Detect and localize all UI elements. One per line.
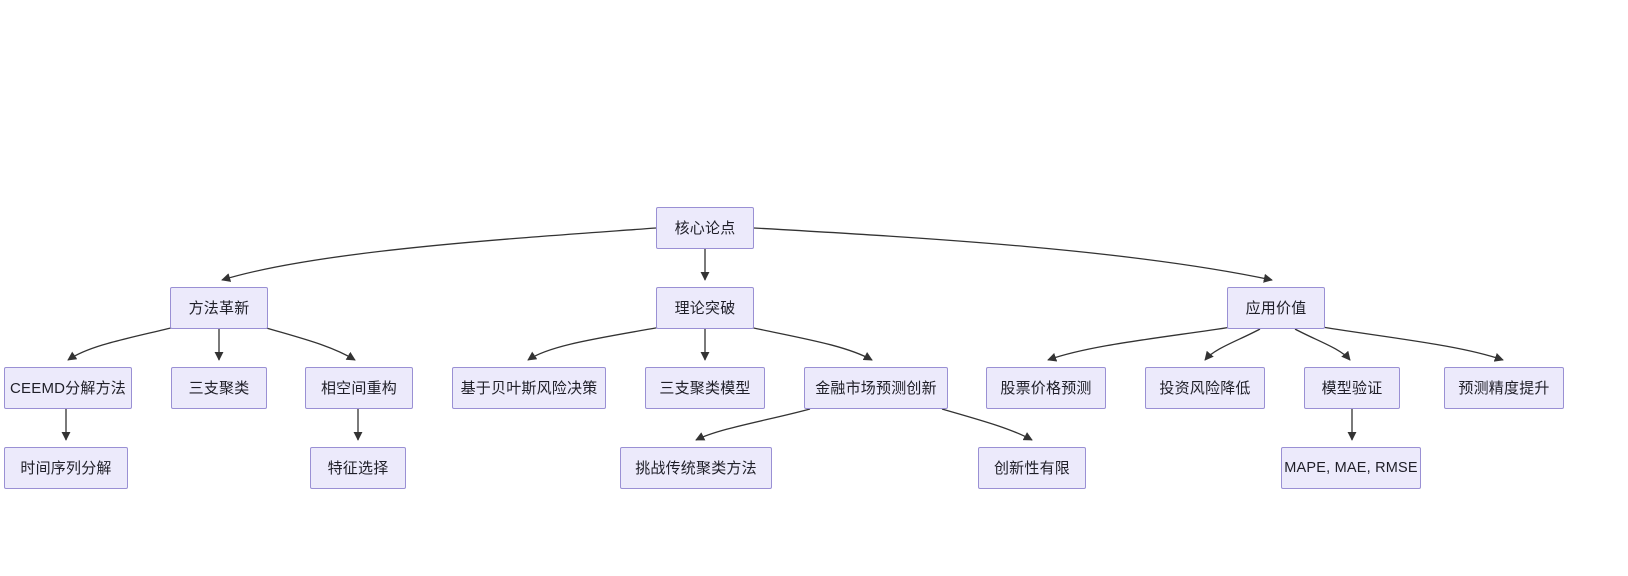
node-label-l1a: 方法革新	[188, 299, 250, 317]
node-l2c2[interactable]: 投资风险降低	[1145, 367, 1265, 409]
node-l3b3b[interactable]: 创新性有限	[978, 447, 1086, 489]
edge-l1c-to-l2c3	[1294, 328, 1351, 361]
node-label-l2a2: 三支聚类	[188, 379, 250, 397]
node-label-l2a1: CEEMD分解方法	[10, 379, 126, 397]
edge-root-to-l1a	[221, 227, 657, 282]
edge-l1a-to-l2a3	[262, 326, 356, 361]
node-l3a1[interactable]: 时间序列分解	[4, 447, 128, 489]
edge-l1c-to-l2c4	[1321, 326, 1504, 362]
node-label-l3b3a: 挑战传统聚类方法	[635, 459, 757, 477]
node-l1a[interactable]: 方法革新	[170, 287, 268, 329]
node-l3a3[interactable]: 特征选择	[310, 447, 406, 489]
edge-root-to-l1c	[753, 227, 1273, 283]
node-l2c1[interactable]: 股票价格预测	[986, 367, 1106, 409]
node-l2a2[interactable]: 三支聚类	[171, 367, 267, 409]
node-l2a1[interactable]: CEEMD分解方法	[4, 367, 132, 409]
node-l2c4[interactable]: 预测精度提升	[1444, 367, 1564, 409]
edge-group	[61, 227, 1504, 441]
edge-l1c-to-l2c2	[1204, 328, 1261, 361]
node-label-l3c3: MAPE, MAE, RMSE	[1284, 459, 1418, 476]
node-label-l2c3: 模型验证	[1321, 379, 1383, 397]
node-label-l1b: 理论突破	[674, 299, 736, 317]
edge-l2b3-to-l3b3a	[695, 408, 811, 441]
node-label-l2b1: 基于贝叶斯风险决策	[460, 379, 598, 397]
node-label-l2c2: 投资风险降低	[1159, 379, 1251, 397]
node-label-l3a3: 特征选择	[327, 459, 389, 477]
node-l3b3a[interactable]: 挑战传统聚类方法	[620, 447, 772, 489]
node-l2c3[interactable]: 模型验证	[1304, 367, 1400, 409]
edge-l1b-to-l2b1	[527, 326, 662, 361]
node-root[interactable]: 核心论点	[656, 207, 754, 249]
node-l1b[interactable]: 理论突破	[656, 287, 754, 329]
edge-l1a-to-l2a1	[67, 326, 176, 361]
node-label-l2c4: 预测精度提升	[1458, 379, 1550, 397]
node-l2b3[interactable]: 金融市场预测创新	[804, 367, 948, 409]
node-l1c[interactable]: 应用价值	[1227, 287, 1325, 329]
edge-l2b3-to-l3b3b	[941, 408, 1033, 441]
node-label-root: 核心论点	[674, 219, 736, 237]
node-l2a3[interactable]: 相空间重构	[305, 367, 413, 409]
edge-l1c-to-l2c1	[1047, 326, 1233, 362]
node-l2b1[interactable]: 基于贝叶斯风险决策	[452, 367, 606, 409]
node-l3c3[interactable]: MAPE, MAE, RMSE	[1281, 447, 1421, 489]
node-label-l2b2: 三支聚类模型	[659, 379, 751, 397]
node-label-l2b3: 金融市场预测创新	[815, 379, 937, 397]
node-label-l1c: 应用价值	[1245, 299, 1307, 317]
edge-l1b-to-l2b3	[748, 326, 873, 361]
node-label-l3a1: 时间序列分解	[20, 459, 112, 477]
node-label-l2a3: 相空间重构	[320, 379, 397, 397]
node-l2b2[interactable]: 三支聚类模型	[645, 367, 765, 409]
node-label-l3b3b: 创新性有限	[993, 459, 1070, 477]
node-label-l2c1: 股票价格预测	[1000, 379, 1092, 397]
